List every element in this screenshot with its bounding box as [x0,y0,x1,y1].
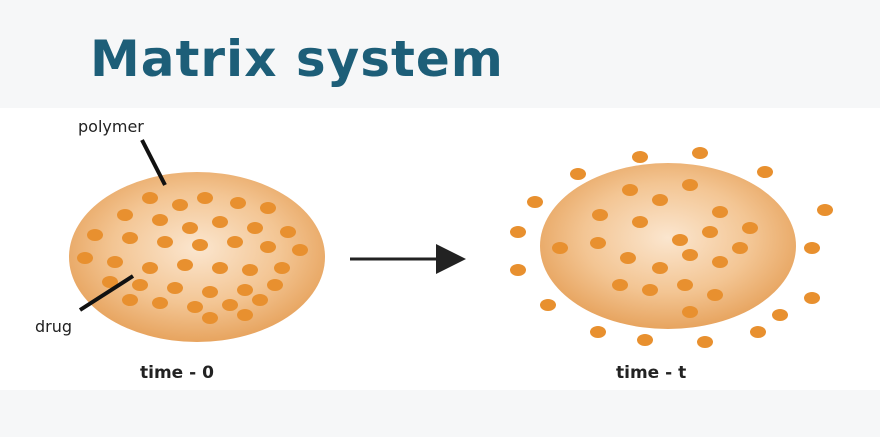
drug-particle [652,194,668,206]
drug-particle [632,151,648,163]
drug-particle [237,309,253,321]
drug-particle [590,326,606,338]
drug-particle [540,299,556,311]
drug-particle [682,249,698,261]
drug-particle [222,299,238,311]
drug-particle [702,226,718,238]
drug-particle [197,192,213,204]
caption-time-0: time - 0 [140,363,214,383]
drug-particle [712,256,728,268]
caption-time-t: time - t [616,363,686,383]
drug-particle [592,209,608,221]
drug-particle [590,237,606,249]
drug-particle [804,242,820,254]
drug-particle [212,216,228,228]
drug-particle [247,222,263,234]
drug-particle [692,147,708,159]
drug-particle [570,168,586,180]
drug-particle [510,264,526,276]
drug-particle [622,184,638,196]
drug-particle [242,264,258,276]
drug-particle [620,252,636,264]
drug-particle [637,334,653,346]
drug-label: drug [35,317,72,336]
drug-particle [260,241,276,253]
matrix-time-t [510,147,833,348]
drug-particle [177,259,193,271]
drug-particle [77,252,93,264]
drug-particle [732,242,748,254]
drug-particle [142,192,158,204]
drug-particle [682,179,698,191]
drug-particle [142,262,158,274]
drug-particle [280,226,296,238]
drug-particle [712,206,728,218]
drug-particle [817,204,833,216]
drug-particle [697,336,713,348]
drug-particle [202,286,218,298]
drug-particle [152,297,168,309]
drug-particle [117,209,133,221]
drug-particle [527,196,543,208]
drug-particle [152,214,168,226]
drug-particle [252,294,268,306]
drug-particle [742,222,758,234]
drug-particle [157,236,173,248]
drug-particle [757,166,773,178]
drug-particle [132,279,148,291]
drug-particle [267,279,283,291]
drug-particle [122,232,138,244]
drug-particle [230,197,246,209]
drug-particle [510,226,526,238]
drug-particle [804,292,820,304]
drug-particle [642,284,658,296]
drug-particle [292,244,308,256]
drug-particle [677,279,693,291]
drug-particle [227,236,243,248]
drug-particle [87,229,103,241]
drug-particle [212,262,228,274]
drug-particle [552,242,568,254]
drug-particle [202,312,218,324]
drug-particle [672,234,688,246]
polymer-sphere-right [540,163,796,329]
matrix-time-0 [69,172,325,342]
drug-particle [192,239,208,251]
drug-particle [632,216,648,228]
drug-particle [274,262,290,274]
drug-particle [772,309,788,321]
drug-particle [172,199,188,211]
polymer-sphere-left [69,172,325,342]
drug-particle [122,294,138,306]
drug-particle [750,326,766,338]
drug-particle [237,284,253,296]
drug-particle [182,222,198,234]
drug-particle [707,289,723,301]
drug-particle [652,262,668,274]
drug-particle [260,202,276,214]
drug-particle [682,306,698,318]
drug-particle [107,256,123,268]
polymer-label: polymer [78,117,144,136]
drug-particle [167,282,183,294]
drug-particle [187,301,203,313]
drug-particle [612,279,628,291]
